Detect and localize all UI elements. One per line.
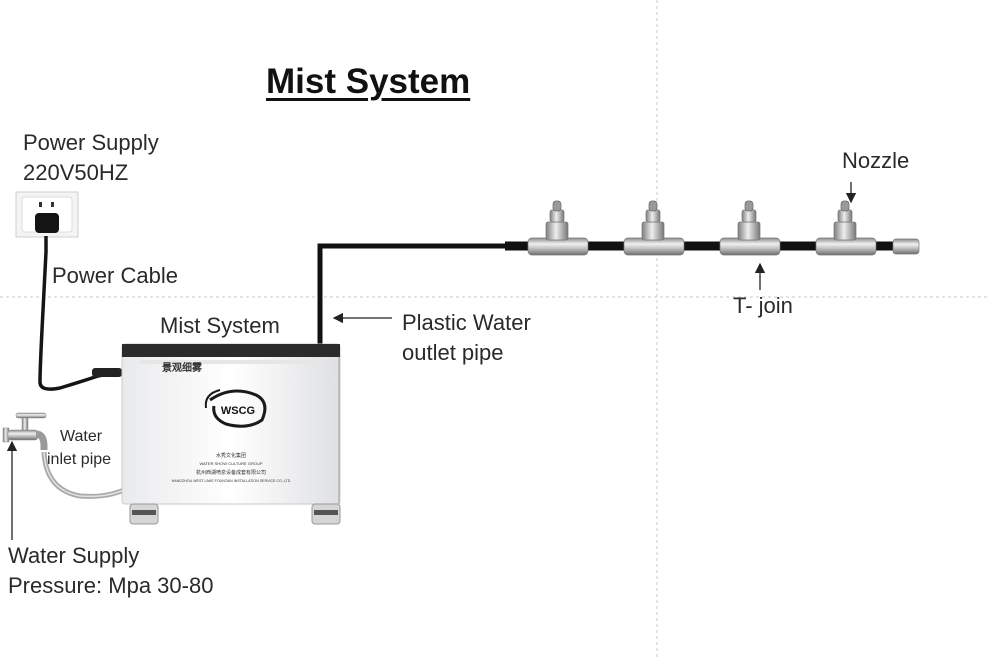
outlet-pipe-label-line2: outlet pipe: [402, 340, 504, 365]
power-cable-label: Power Cable: [52, 263, 178, 288]
outlet-pipe-label-line1: Plastic Water: [402, 310, 531, 335]
machine-company-line1: 水秀文化集团: [216, 452, 246, 459]
inlet-pipe-label-line1: Water: [60, 428, 103, 445]
power-socket: [15, 191, 79, 238]
diagram-title: Mist System: [266, 62, 471, 101]
machine-logo: WSCG: [221, 405, 255, 417]
machine-company-line3: 杭州西湖喷泉设备成套有限公司: [196, 469, 266, 476]
pointer-arrows: [6, 182, 857, 540]
outlet-pipe: [317, 243, 505, 348]
machine-chinese-label: 景观细雾: [162, 361, 203, 374]
t-joint-1: [527, 200, 589, 256]
mist-machine: [121, 343, 341, 525]
t-join-label: T- join: [733, 293, 793, 318]
end-cap: [892, 238, 920, 255]
water-pressure-label: Pressure: Mpa 30-80: [8, 573, 214, 598]
power-supply-label: Power Supply: [23, 130, 159, 155]
inlet-pipe-label-line2: inlet pipe: [47, 451, 112, 468]
water-supply-label: Water Supply: [8, 543, 140, 568]
t-joint-3: [719, 200, 781, 256]
machine-company-line4: HANGZHOU WEST LAKE FOUNTAIN INSTALLATION…: [172, 479, 291, 483]
nozzle-label: Nozzle: [842, 148, 910, 173]
water-tap-icon: [2, 412, 48, 450]
power-supply-voltage: 220V50HZ: [23, 160, 129, 185]
mist-system-label: Mist System: [160, 313, 280, 338]
power-cable: [38, 236, 119, 391]
t-joint-2: [623, 200, 685, 256]
cable-plug: [92, 368, 122, 377]
machine-company-line2: WATER SHOW CULTURE GROUP: [199, 461, 262, 466]
t-joint-4: [815, 200, 877, 256]
